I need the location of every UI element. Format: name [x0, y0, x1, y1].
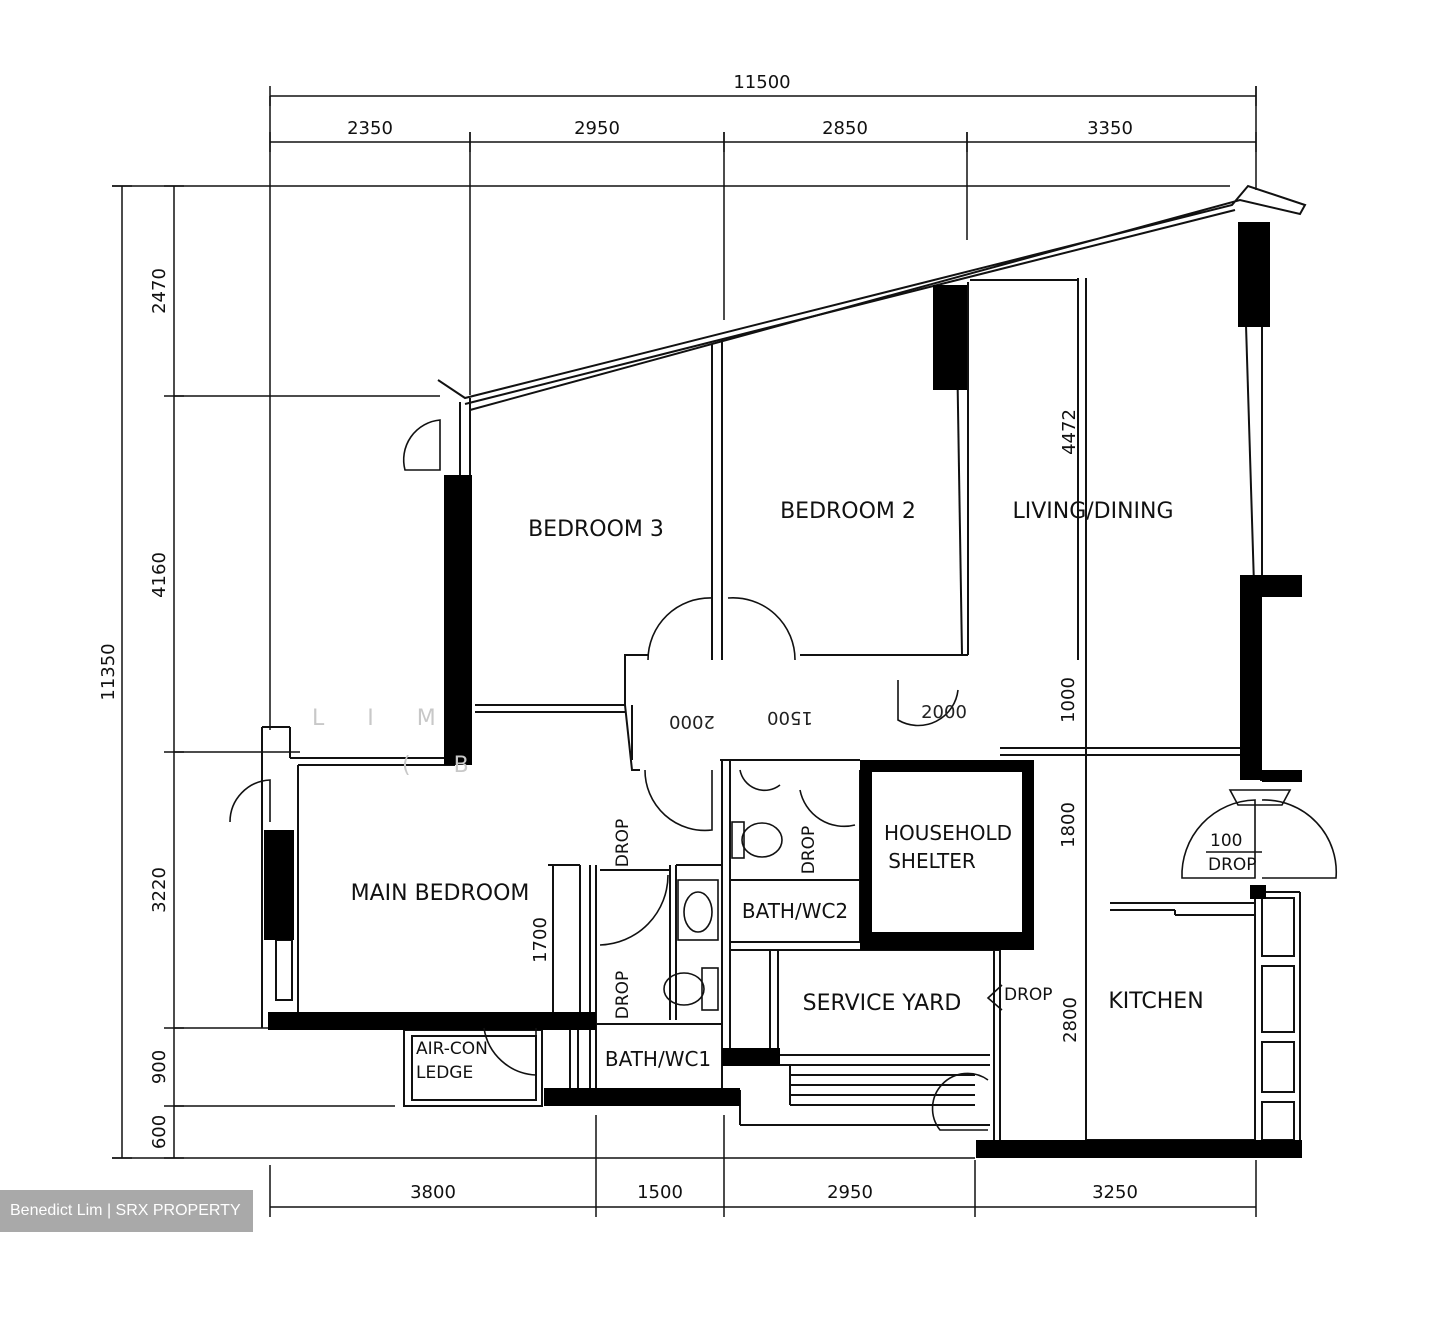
dim-shelter-1800: 1800 [1058, 802, 1079, 848]
basin-icon [677, 879, 719, 941]
dim-left-5: 600 [149, 1115, 170, 1149]
drop-label-bath2: DROP [799, 826, 819, 875]
room-service-yard: SERVICE YARD [803, 991, 962, 1016]
dim-left-3: 3220 [149, 867, 170, 913]
toilet-icon [663, 967, 719, 1011]
room-bedroom2: BEDROOM 2 [780, 499, 916, 524]
dim-bottom-3: 2950 [827, 1182, 873, 1203]
dim-top-2: 2950 [574, 118, 620, 139]
dim-top-4: 3350 [1087, 118, 1133, 139]
room-aircon-ledge-line1: AIR-CON [416, 1039, 488, 1059]
room-living-dining: LIVING/DINING [1012, 499, 1173, 524]
credit-label: Benedict Lim | SRX PROPERTY [0, 1190, 253, 1232]
room-bath-wc1: BATH/WC1 [605, 1047, 711, 1071]
watermark-line2: ( B [402, 753, 487, 778]
drop-label-main-bath: DROP [613, 819, 633, 868]
room-household-shelter-line1: HOUSEHOLD [884, 821, 1012, 845]
dim-bottom-4: 3250 [1092, 1182, 1138, 1203]
room-aircon-ledge-line2: LEDGE [416, 1063, 473, 1083]
drop-label-kitchen: DROP [1208, 855, 1257, 875]
solid-walls [264, 222, 1302, 1158]
dim-left-4: 900 [149, 1050, 170, 1084]
door-swings [229, 419, 1338, 1131]
dim-left-2: 4160 [149, 552, 170, 598]
room-main-bedroom: MAIN BEDROOM [351, 881, 530, 906]
dim-bottom-2: 1500 [637, 1182, 683, 1203]
room-bath-wc2: BATH/WC2 [742, 899, 848, 923]
dim-main-bedroom-1700: 1700 [530, 917, 551, 963]
dim-corridor-2000: 2000 [921, 702, 967, 723]
fixtures [663, 821, 783, 1011]
dim-corridor-1500: 1500 [767, 707, 813, 728]
watermark-line1: L I M [312, 706, 454, 731]
dim-corridor-1000: 1000 [1058, 677, 1079, 723]
dim-kitchen-2800: 2800 [1060, 997, 1081, 1043]
dim-left-1: 2470 [149, 268, 170, 314]
drop-value-kitchen: 100 [1210, 831, 1242, 851]
room-household-shelter-line2: SHELTER [888, 849, 976, 873]
dim-top-total: 11500 [733, 72, 790, 93]
dim-left-total: 11350 [98, 643, 119, 700]
drop-label-bath1: DROP [613, 971, 633, 1020]
dim-bottom-1: 3800 [410, 1182, 456, 1203]
toilet-icon [731, 821, 783, 859]
dimension-lines [112, 86, 1257, 1217]
dim-top-1: 2350 [347, 118, 393, 139]
drop-label-service-yard: DROP [1004, 985, 1053, 1005]
room-kitchen: KITCHEN [1108, 989, 1203, 1014]
dim-corridor-ghost: 2000 [669, 711, 715, 732]
dim-living-depth: 4472 [1059, 409, 1080, 455]
dim-top-3: 2850 [822, 118, 868, 139]
room-bedroom3: BEDROOM 3 [528, 517, 664, 542]
